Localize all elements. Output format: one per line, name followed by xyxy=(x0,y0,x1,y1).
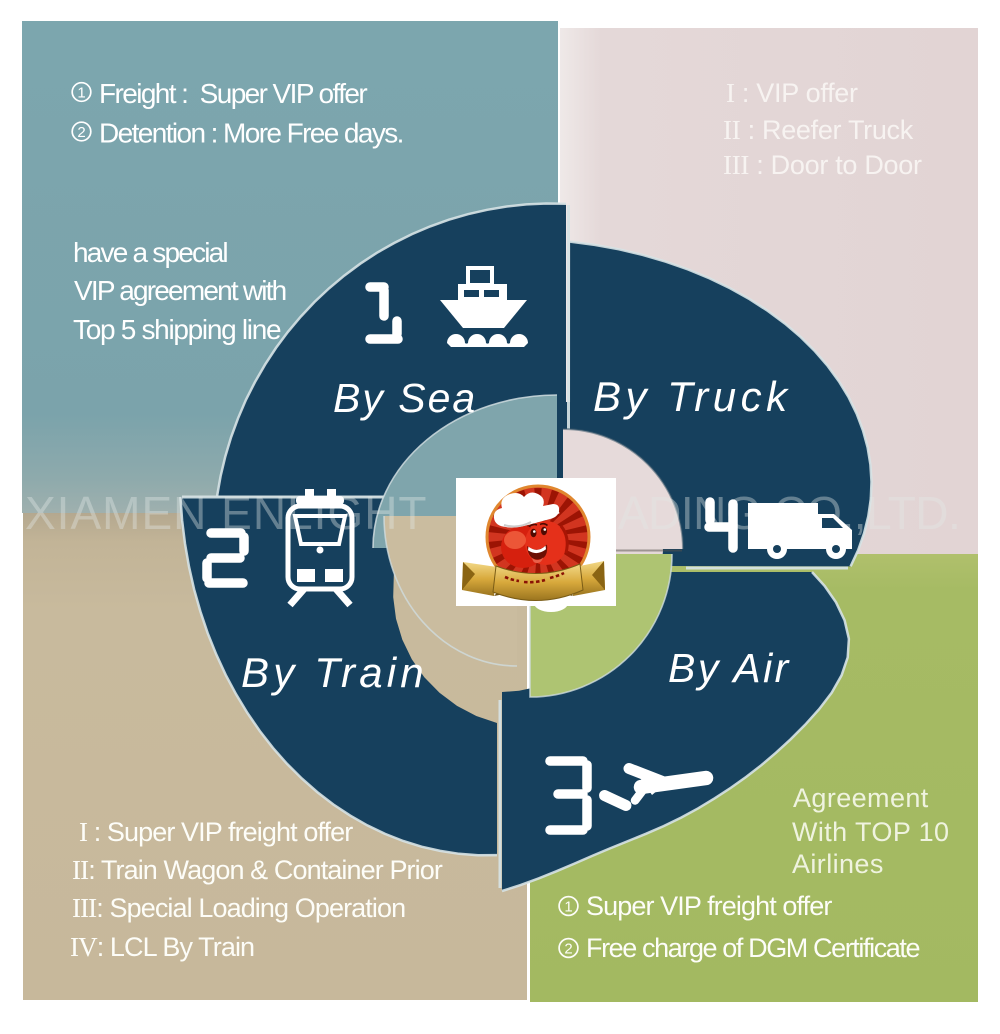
svg-text:2: 2 xyxy=(77,124,85,141)
svg-text:By Truck: By Truck xyxy=(593,373,792,420)
svg-text:2: 2 xyxy=(564,941,572,958)
svg-text:By Train: By Train xyxy=(241,649,428,696)
svg-text:I : VIP offer: I : VIP offer xyxy=(726,78,858,108)
svg-text:have a special: have a special xyxy=(73,237,227,268)
svg-text:III : Door to Door: III : Door to Door xyxy=(723,150,922,180)
svg-text:Super VIP freight offer: Super VIP freight offer xyxy=(586,891,832,921)
svg-text:IV: LCL By Train: IV: LCL By Train xyxy=(70,932,254,962)
svg-text:III: Special Loading Operation: III: Special Loading Operation xyxy=(72,893,405,923)
svg-text:I : Super VIP freight offer: I : Super VIP freight offer xyxy=(79,817,353,847)
svg-text:1: 1 xyxy=(564,899,572,916)
svg-text:Free charge of DGM Certificate: Free charge of DGM Certificate xyxy=(586,933,920,963)
svg-text:Detention : More Free days.: Detention : More Free days. xyxy=(99,118,403,149)
svg-text:By Sea: By Sea xyxy=(333,375,477,421)
svg-text:VIP agreement with: VIP agreement with xyxy=(74,275,286,306)
svg-text:1: 1 xyxy=(77,85,85,102)
svg-text:Agreement: Agreement xyxy=(793,783,929,813)
svg-text:Top 5 shipping line: Top 5 shipping line xyxy=(73,314,281,345)
svg-text:With TOP 10: With TOP 10 xyxy=(792,817,949,847)
svg-text:By Air: By Air xyxy=(668,645,791,691)
svg-text:II : Reefer Truck: II : Reefer Truck xyxy=(723,115,914,145)
svg-text:Freight : Super VIP offer: Freight : Super VIP offer xyxy=(99,78,367,109)
svg-text:II: Train Wagon & Container Pr: II: Train Wagon & Container Prior xyxy=(72,855,443,885)
svg-text:Airlines: Airlines xyxy=(792,849,884,879)
